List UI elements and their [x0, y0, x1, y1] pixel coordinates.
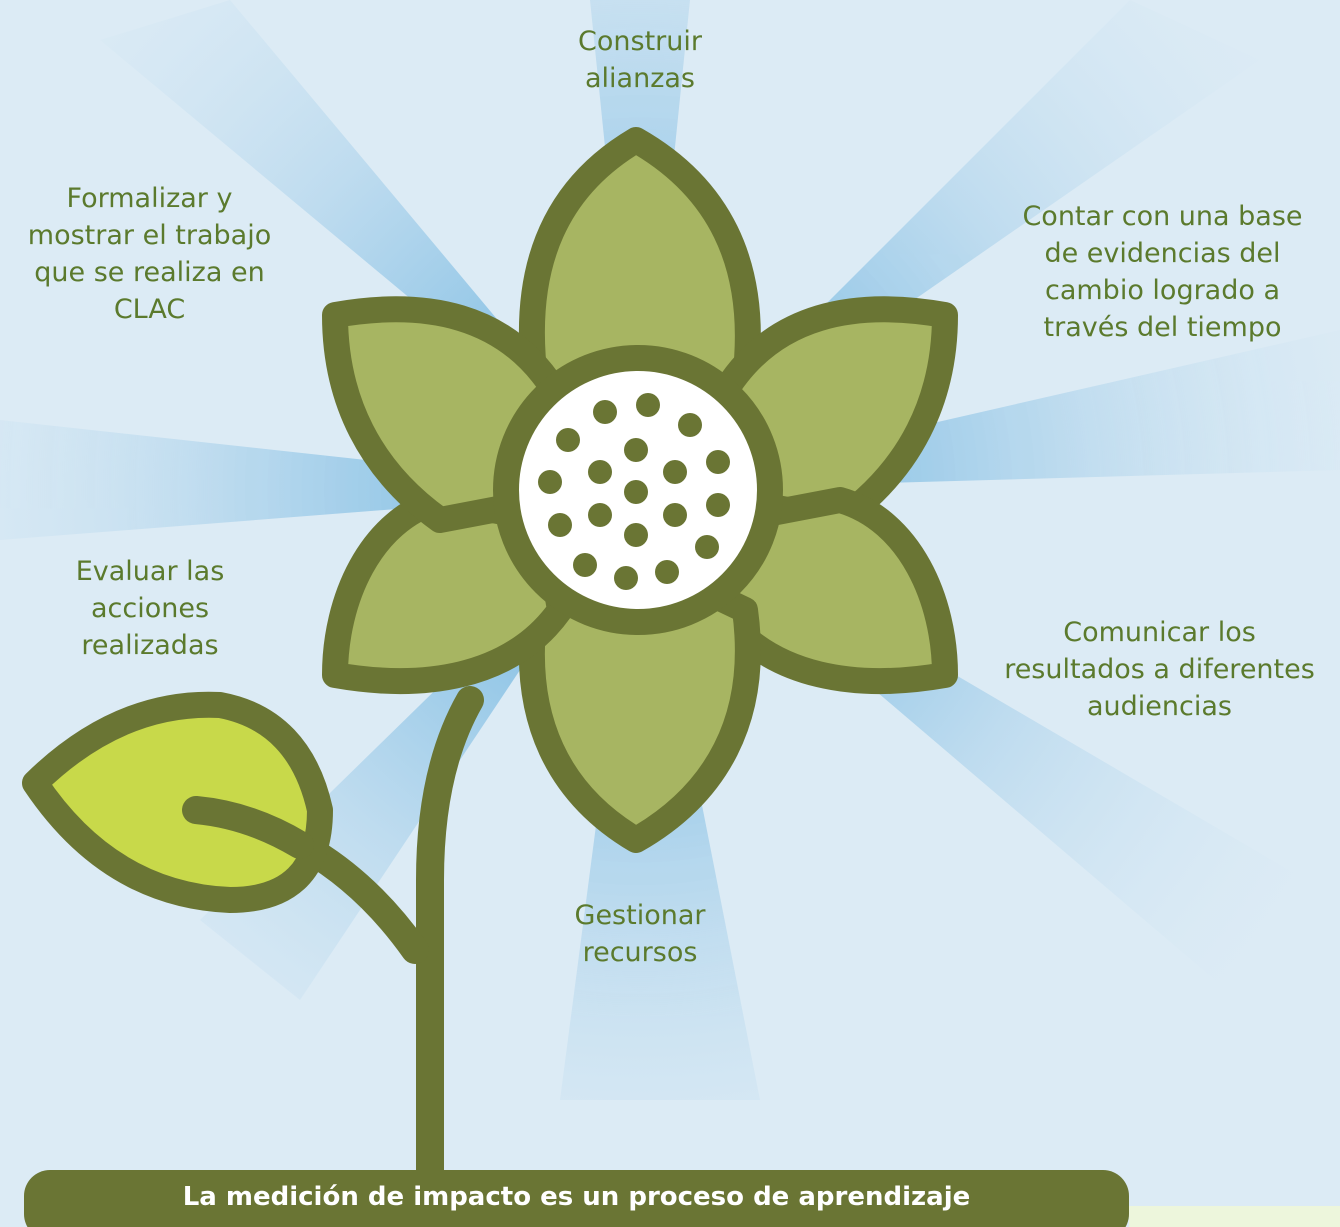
label-top: Construir alianzas	[578, 26, 702, 94]
label-lower-left: Evaluar las acciones realizadas	[75, 556, 225, 661]
label-upper-left: Formalizar y mostrar el trabajo que se r…	[27, 183, 272, 325]
footer-banner	[24, 1170, 1129, 1227]
label-upper-right: Contar con una base de evidencias del ca…	[1022, 201, 1303, 343]
leaf-icon	[22, 691, 333, 913]
label-bottom: Gestionar recursos	[574, 900, 706, 968]
footer-caption: La medición de impacto es un proceso de …	[182, 1182, 971, 1212]
flower-seeds	[538, 393, 730, 590]
label-lower-right: Comunicar los resultados a diferentes au…	[1004, 617, 1315, 722]
stem-icon	[416, 686, 484, 1194]
footer-strip	[1129, 1206, 1340, 1227]
